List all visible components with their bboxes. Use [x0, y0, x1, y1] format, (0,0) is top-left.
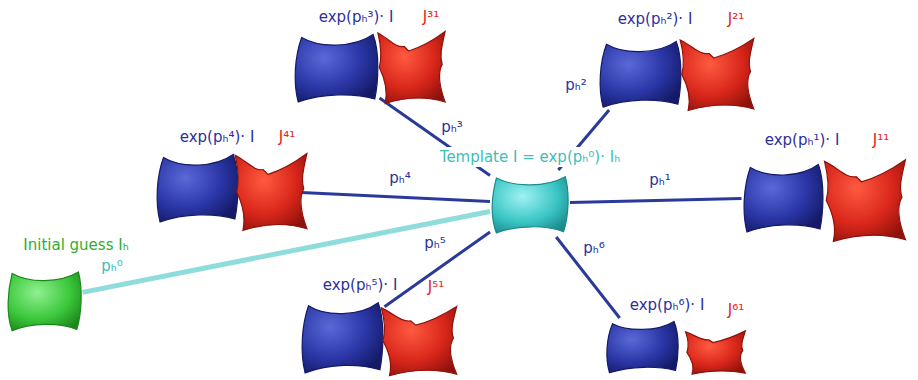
warped-template-shape: exp(pₕ²)· I — [598, 37, 683, 110]
shape-label: Template I = exp(pₕ⁰)· Iₕ — [438, 147, 622, 167]
shape-label: Initial guess Iₕ — [21, 235, 130, 255]
warped-template-shape-outline — [605, 318, 680, 375]
edge-label: pₕ² — [563, 75, 589, 95]
subject-shape: J¹¹ — [821, 158, 909, 243]
edge-label: pₕ⁴ — [387, 168, 413, 188]
edge-label: pₕ³ — [439, 117, 465, 137]
subject-shape: J²¹ — [677, 37, 757, 112]
shape-label: J³¹ — [421, 7, 441, 27]
subject-shape-outline — [821, 158, 909, 243]
subject-shape: J³¹ — [375, 30, 448, 105]
warped-template-shape-outline — [742, 160, 825, 235]
edge-label: pₕ⁶ — [581, 238, 607, 258]
subject-shape-outline — [677, 37, 757, 112]
warped-template-shape: exp(pₕ⁵)· I — [300, 298, 385, 376]
warped-template-shape-outline — [300, 298, 385, 376]
shape-label: exp(pₕ⁵)· I — [321, 275, 400, 295]
warped-template-shape-body — [157, 155, 238, 223]
subject-shape-outline — [683, 330, 748, 375]
subject-shape-body — [377, 32, 444, 104]
deformation-connector — [570, 198, 742, 202]
edge-label: pₕ⁰ — [99, 256, 125, 276]
initial-guess-shape-outline — [6, 265, 83, 335]
deformation-connector — [385, 232, 491, 307]
shape-label: exp(pₕ¹)· I — [763, 130, 842, 150]
shape-label: J⁶¹ — [726, 300, 746, 320]
shape-label: exp(pₕ⁶)· I — [628, 295, 707, 315]
warped-template-shape: exp(pₕ⁶)· I — [605, 318, 680, 375]
shape-label: exp(pₕ²)· I — [616, 9, 695, 29]
subject-shape-body — [235, 154, 307, 231]
warped-template-shape: exp(pₕ³)· I — [293, 30, 380, 105]
shape-label: J⁴¹ — [277, 127, 297, 147]
shape-label: J¹¹ — [871, 130, 891, 150]
warped-template-shape-outline — [598, 37, 683, 110]
edge-label: pₕ¹ — [647, 170, 673, 190]
deformation-connector — [556, 237, 619, 318]
warped-template-shape-body — [295, 35, 378, 103]
warped-template-shape: exp(pₕ⁴)· I — [155, 150, 240, 225]
warped-template-shape-body — [744, 165, 823, 233]
edge-label: pₕ⁵ — [422, 233, 448, 253]
subject-shape-outline — [232, 152, 310, 232]
subject-shape: J⁵¹ — [378, 305, 460, 377]
warped-template-shape-body — [302, 303, 383, 373]
shape-label: J²¹ — [726, 9, 746, 29]
subject-shape-body — [685, 331, 745, 374]
warped-template-shape-body — [600, 41, 681, 107]
warped-template-shape-outline — [155, 150, 240, 225]
subject-shape: J⁶¹ — [683, 330, 748, 375]
shape-label: J⁵¹ — [426, 277, 446, 297]
initial-guess-shape: Initial guess Iₕ — [6, 265, 83, 335]
subject-shape-outline — [378, 305, 460, 377]
shape-label: exp(pₕ³)· I — [317, 7, 396, 27]
subject-shape: J⁴¹ — [232, 152, 310, 232]
template-shape-outline — [490, 170, 570, 237]
subject-shape-body — [680, 39, 754, 111]
template-shape-body — [492, 177, 568, 233]
subject-shape-body — [825, 160, 906, 242]
template-shape: Template I = exp(pₕ⁰)· Iₕ — [490, 170, 570, 237]
initial-guess-shape-body — [8, 272, 81, 331]
warped-template-shape-outline — [293, 30, 380, 105]
subject-shape-body — [381, 306, 456, 375]
subject-shape-outline — [375, 30, 448, 105]
warped-template-shape-body — [606, 321, 677, 372]
warped-template-shape: exp(pₕ¹)· I — [742, 160, 825, 235]
shape-label: exp(pₕ⁴)· I — [178, 127, 257, 147]
